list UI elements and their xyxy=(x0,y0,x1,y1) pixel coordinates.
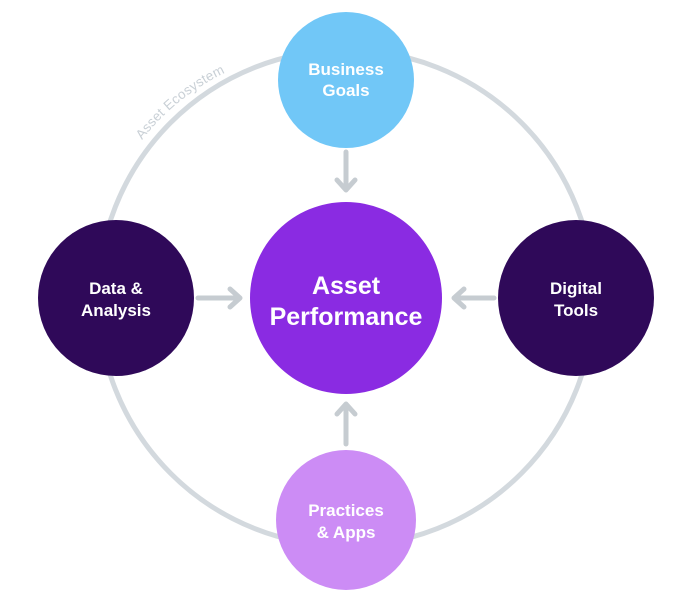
node-asset-performance-line2: Performance xyxy=(270,303,423,331)
node-business-goals: Business Goals xyxy=(278,12,414,148)
node-digital-tools-line1: Digital xyxy=(550,279,602,298)
ecosystem-ring-label: Asset Ecosystem xyxy=(133,62,227,142)
node-data-analysis-line1: Data & xyxy=(89,279,143,298)
arrow-top-to-center xyxy=(334,149,358,193)
node-digital-tools-line2: Tools xyxy=(554,301,598,320)
node-business-goals-line2: Goals xyxy=(322,81,369,100)
node-digital-tools: Digital Tools xyxy=(498,220,654,376)
arrow-right-to-center xyxy=(451,286,497,310)
node-practices-apps-line1: Practices xyxy=(308,501,384,520)
node-practices-apps-line2: & Apps xyxy=(317,523,376,542)
node-data-analysis: Data & Analysis xyxy=(38,220,194,376)
node-data-analysis-line2: Analysis xyxy=(81,301,151,320)
node-asset-performance-line1: Asset xyxy=(312,272,381,300)
arrow-bottom-to-center xyxy=(334,401,358,447)
node-practices-apps: Practices & Apps xyxy=(276,450,416,590)
node-asset-performance: Asset Performance xyxy=(250,202,442,394)
node-business-goals-line1: Business xyxy=(308,60,384,79)
arrow-left-to-center xyxy=(195,286,243,310)
